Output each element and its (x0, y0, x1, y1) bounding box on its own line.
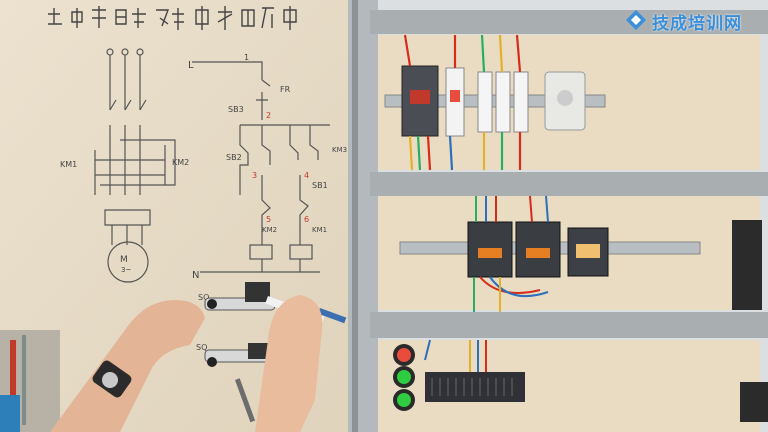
control-circuit-drawing (192, 61, 330, 273)
fuse-breaker[interactable] (445, 67, 465, 137)
screwdriver-red-icon (10, 340, 16, 420)
motor-label: M (120, 255, 128, 265)
label-one: 1 (244, 53, 249, 62)
wires-bottom (424, 339, 487, 372)
red-node-numbers: 2 3 4 5 6 (252, 111, 309, 224)
pilot-light-green-2[interactable] (393, 389, 415, 411)
terminal-block[interactable] (425, 372, 525, 402)
motor-sub-label: 3~ (121, 266, 131, 274)
brand-watermark: 技成培训网 (652, 14, 742, 34)
wires-top (403, 34, 522, 171)
side-device (732, 220, 762, 310)
label-sb1: SB1 (312, 181, 328, 190)
thermal-relay[interactable] (567, 227, 609, 277)
terminal-screws (431, 378, 513, 396)
hands (50, 295, 323, 432)
contactor-km2[interactable] (515, 221, 561, 278)
label-L: L (188, 60, 194, 71)
label-sq: SQ (198, 293, 209, 302)
svg-text:5: 5 (266, 215, 271, 224)
contactor-km1[interactable] (467, 221, 513, 278)
svg-text:3: 3 (252, 171, 257, 180)
km1-left-label: KM1 (60, 160, 77, 169)
svg-text:6: 6 (304, 215, 309, 224)
power-socket[interactable] (544, 71, 586, 131)
handwritten-title (48, 6, 297, 30)
limit-switch-bottom[interactable] (204, 343, 276, 367)
label-fr: FR (280, 85, 291, 94)
pilot-light-green-1[interactable] (393, 366, 415, 388)
wires-middle (473, 195, 549, 312)
svg-text:2: 2 (266, 111, 271, 120)
main-circuit-drawing (94, 48, 176, 283)
km2-left-label: KM2 (172, 158, 189, 167)
label-km2-coil: KM2 (262, 226, 277, 234)
fuse-holders[interactable] (477, 71, 529, 133)
pilot-light-red[interactable] (393, 344, 415, 366)
brand-logo-icon (626, 10, 646, 30)
label-N: N (192, 270, 199, 281)
label-km3: KM3 (332, 146, 347, 154)
label-sb3: SB3 (228, 105, 244, 114)
label-km1-coil: KM1 (312, 226, 327, 234)
label-sb2: SB2 (226, 153, 242, 162)
svg-text:4: 4 (304, 171, 309, 180)
limit-switch-top[interactable] (204, 282, 276, 311)
label-sq2: SQ (196, 343, 207, 352)
motor-protector[interactable] (401, 65, 439, 137)
